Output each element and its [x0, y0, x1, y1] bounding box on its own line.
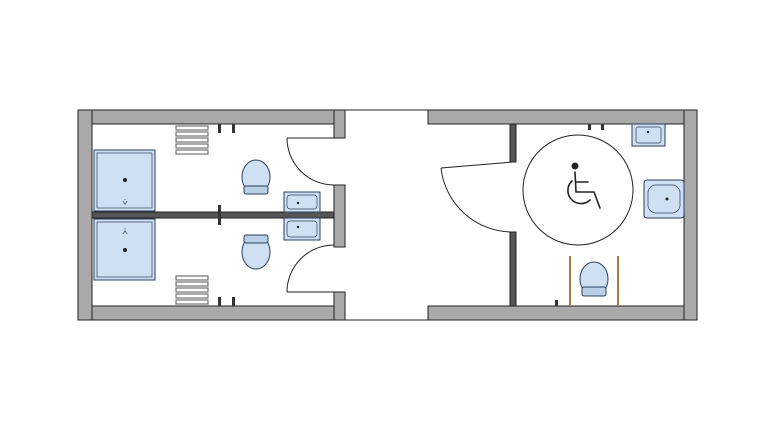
corner-washbasin	[631, 123, 666, 147]
wheelchair-turning-circle	[522, 134, 634, 246]
shower-head-icon: ⩒	[122, 197, 128, 207]
left-outer-wall	[77, 109, 93, 321]
left-right-wall-bottom	[333, 291, 346, 321]
left-right-wall-top	[333, 109, 346, 139]
shower-drain-icon	[123, 248, 127, 252]
bench-top	[175, 125, 209, 155]
shower-tray-inner	[96, 221, 153, 278]
door-accessible	[440, 161, 514, 233]
wall-stub	[218, 124, 221, 133]
door-bottom	[286, 244, 335, 293]
partition-wall	[91, 211, 335, 219]
shower-room-top: ⩒	[93, 125, 335, 213]
bench-bottom	[175, 275, 209, 305]
washbasin-bottom	[283, 217, 321, 241]
accessible-wc	[440, 123, 685, 306]
shower-room-bottom: ⩑	[93, 217, 335, 305]
wall-stub	[588, 124, 591, 130]
wall-stub	[555, 300, 558, 306]
wall-stub	[232, 124, 235, 133]
door-top	[286, 137, 335, 186]
wall-stub	[601, 124, 604, 130]
toilet-bottom	[241, 234, 271, 270]
toilet-top	[241, 159, 271, 195]
inner-wall-top	[509, 123, 517, 163]
shower-head-icon: ⩑	[122, 226, 128, 236]
toilet-accessible	[579, 261, 609, 297]
shower-drain-icon	[123, 178, 127, 182]
wall-stub	[218, 205, 221, 225]
right-outer-wall	[683, 109, 698, 321]
left-block-walls	[77, 109, 346, 321]
shower-tray-inner	[96, 152, 153, 209]
left-top-wall	[77, 109, 346, 125]
left-right-wall-mid	[333, 184, 346, 248]
washbasin-accessible	[643, 179, 685, 219]
wheelchair-icon	[567, 162, 601, 209]
wall-stub	[232, 297, 235, 306]
right-bottom-wall	[427, 305, 698, 321]
inner-wall-bottom	[509, 231, 517, 307]
right-top-wall	[427, 109, 698, 125]
washbasin-top	[283, 191, 321, 213]
wall-stub	[218, 297, 221, 306]
left-bottom-wall	[77, 305, 346, 321]
